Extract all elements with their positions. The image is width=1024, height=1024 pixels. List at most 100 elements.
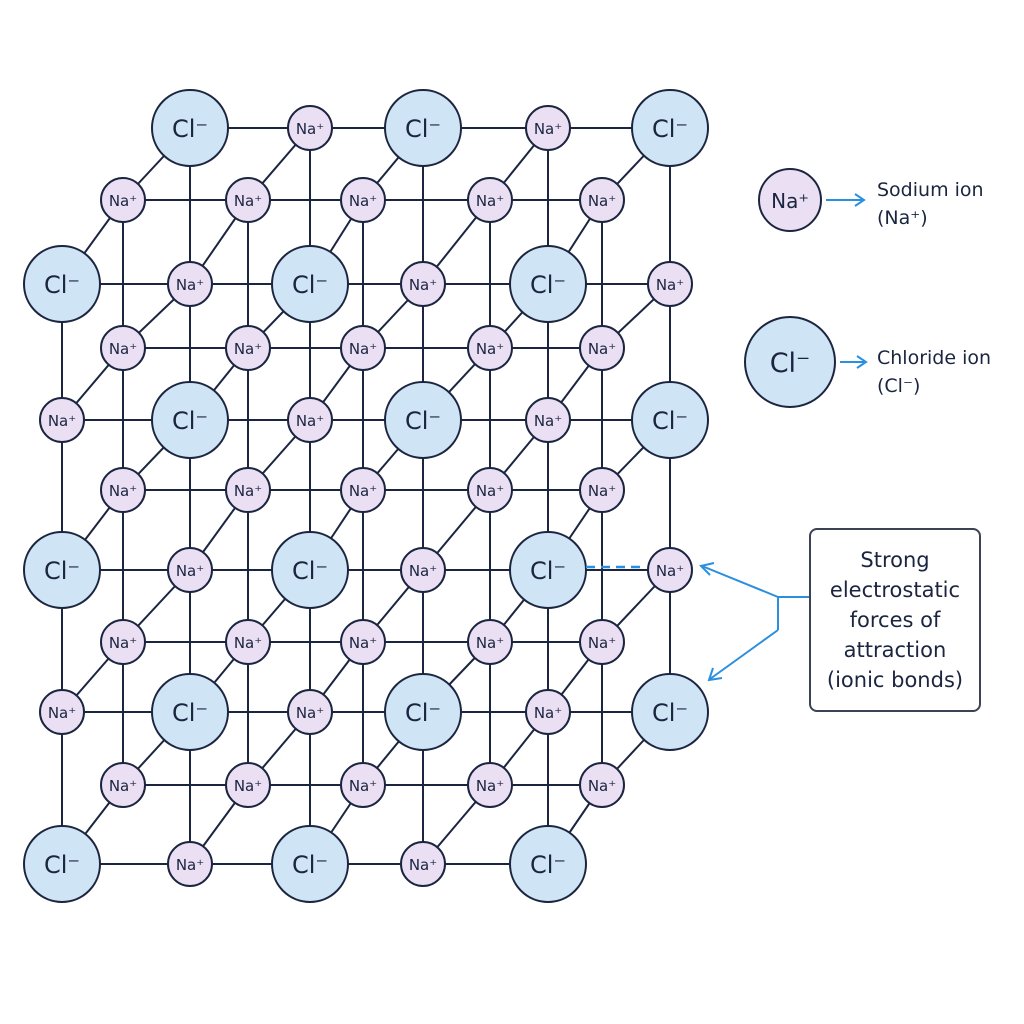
legend-na-line2: (Na⁺) (877, 207, 928, 229)
chloride-ion: Cl⁻ (384, 89, 462, 167)
sodium-ion: Na⁺ (287, 689, 333, 735)
sodium-ion-label: Na⁺ (409, 276, 437, 294)
sodium-ion-circle (100, 177, 146, 223)
chloride-ion: Cl⁻ (271, 825, 349, 903)
sodium-ion-circle (287, 397, 333, 443)
sodium-ion: Na⁺ (100, 619, 146, 665)
sodium-ion: Na⁺ (579, 325, 625, 371)
sodium-ion: Na⁺ (467, 619, 513, 665)
chloride-ion-label: Cl⁻ (530, 271, 566, 299)
chloride-ion-circle (23, 825, 101, 903)
chloride-ion-label: Cl⁻ (405, 699, 441, 727)
chloride-ion-circle (151, 89, 229, 167)
sodium-ion-label: Na⁺ (476, 340, 504, 358)
sodium-ion: Na⁺ (579, 467, 625, 513)
connector-lower-arrow-head (707, 667, 723, 682)
chloride-ion: Cl⁻ (509, 825, 587, 903)
sodium-ion-circle (287, 689, 333, 735)
legend-cl-circle (744, 316, 836, 408)
sodium-ion: Na⁺ (225, 467, 271, 513)
sodium-ion-label: Na⁺ (109, 192, 137, 210)
sodium-ion-circle (579, 762, 625, 808)
sodium-ion: Na⁺ (579, 762, 625, 808)
legend-na-key: Na⁺ (758, 168, 866, 232)
sodium-ion: Na⁺ (579, 619, 625, 665)
sodium-ion-circle (167, 841, 213, 887)
chloride-ion-circle (384, 89, 462, 167)
sodium-ion-label: Na⁺ (588, 777, 616, 795)
sodium-ion-label: Na⁺ (588, 482, 616, 500)
sodium-ion: Na⁺ (100, 325, 146, 371)
sodium-ion-label: Na⁺ (534, 120, 562, 138)
sodium-ion-label: Na⁺ (656, 276, 684, 294)
legend-na-symbol: Na⁺ (771, 189, 809, 213)
sodium-ion: Na⁺ (225, 619, 271, 665)
sodium-ion-circle (100, 325, 146, 371)
chloride-ion-circle (271, 531, 349, 609)
sodium-ion-circle (100, 619, 146, 665)
sodium-ion-label: Na⁺ (48, 412, 76, 430)
chloride-ion-label: Cl⁻ (292, 271, 328, 299)
sodium-ion-label: Na⁺ (409, 856, 437, 874)
chloride-ion-circle (151, 381, 229, 459)
sodium-ion-label: Na⁺ (349, 777, 377, 795)
chloride-ion-circle (631, 89, 709, 167)
chloride-ion-label: Cl⁻ (652, 699, 688, 727)
sodium-ion: Na⁺ (525, 397, 571, 443)
sodium-ion-circle (167, 261, 213, 307)
legend-cl-description: Chloride ion (Cl⁻) (877, 344, 991, 400)
sodium-ion: Na⁺ (467, 325, 513, 371)
sodium-ion: Na⁺ (525, 105, 571, 151)
sodium-ion-circle (467, 177, 513, 223)
sodium-ion: Na⁺ (340, 762, 386, 808)
chloride-ion-circle (271, 825, 349, 903)
sodium-ion-label: Na⁺ (296, 704, 324, 722)
sodium-ion: Na⁺ (225, 325, 271, 371)
sodium-ion-label: Na⁺ (349, 482, 377, 500)
sodium-ion-label: Na⁺ (234, 634, 262, 652)
sodium-ion-circle (225, 619, 271, 665)
chloride-ion-circle (151, 673, 229, 751)
sodium-ion-circle (340, 762, 386, 808)
chloride-ion: Cl⁻ (631, 381, 709, 459)
legend-cl-key: Cl⁻ (744, 316, 868, 408)
sodium-ion: Na⁺ (287, 397, 333, 443)
sodium-ion-label: Na⁺ (109, 340, 137, 358)
sodium-ion-label: Na⁺ (176, 562, 204, 580)
chloride-ion-label: Cl⁻ (172, 407, 208, 435)
sodium-ion-circle (579, 467, 625, 513)
sodium-ion: Na⁺ (400, 547, 446, 593)
sodium-ion-label: Na⁺ (349, 340, 377, 358)
sodium-ion: Na⁺ (467, 177, 513, 223)
sodium-ion-label: Na⁺ (48, 704, 76, 722)
sodium-ion-circle (400, 261, 446, 307)
chloride-ion-label: Cl⁻ (405, 115, 441, 143)
legend-na-arrow-head (854, 193, 866, 207)
sodium-ion: Na⁺ (400, 841, 446, 887)
sodium-ion-circle (400, 547, 446, 593)
sodium-ion-label: Na⁺ (476, 777, 504, 795)
sodium-ion: Na⁺ (467, 762, 513, 808)
sodium-ion-circle (100, 467, 146, 513)
chloride-ion: Cl⁻ (384, 673, 462, 751)
chloride-ion-label: Cl⁻ (652, 407, 688, 435)
sodium-ion: Na⁺ (100, 762, 146, 808)
sodium-ion: Na⁺ (39, 689, 85, 735)
sodium-ion: Na⁺ (167, 547, 213, 593)
sodium-ion-circle (39, 689, 85, 735)
sodium-ion-circle (647, 261, 693, 307)
sodium-ion-circle (167, 547, 213, 593)
sodium-ion: Na⁺ (39, 397, 85, 443)
sodium-ion-label: Na⁺ (588, 192, 616, 210)
chloride-ion: Cl⁻ (151, 89, 229, 167)
chloride-ion-label: Cl⁻ (292, 851, 328, 879)
chloride-ion-circle (384, 381, 462, 459)
ionic-bond-annotation-text: Strong electrostatic forces of attractio… (826, 548, 964, 692)
sodium-ion-label: Na⁺ (234, 192, 262, 210)
sodium-ion-circle (579, 325, 625, 371)
sodium-ion: Na⁺ (647, 547, 693, 593)
sodium-ion: Na⁺ (340, 467, 386, 513)
chloride-ion: Cl⁻ (271, 245, 349, 323)
sodium-ion-label: Na⁺ (176, 856, 204, 874)
sodium-ion-circle (467, 619, 513, 665)
